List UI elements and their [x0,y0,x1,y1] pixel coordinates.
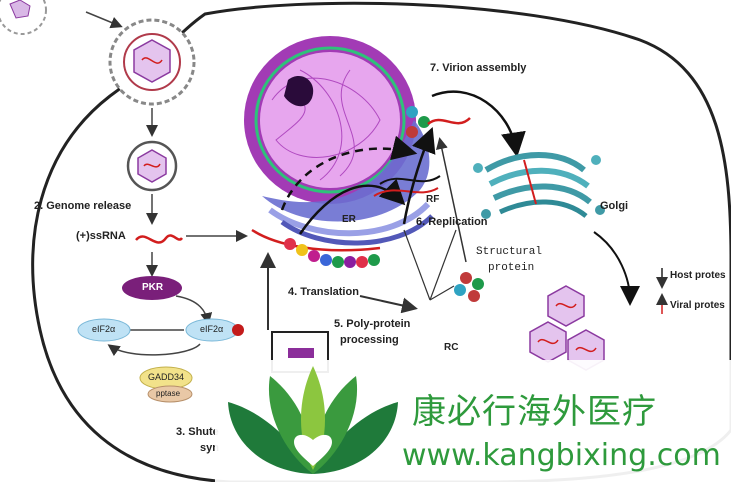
released-virion-1 [547,285,585,327]
label-rc: RC [444,342,459,353]
rc-line-2 [429,229,457,301]
label-translation: 4. Translation [288,286,359,298]
label-golgi: Golgi [600,200,629,212]
label-replication: 6. Replication [416,216,488,228]
polyprotein-arrow [359,295,418,314]
ssrna-strand [135,234,184,244]
ribosome-beads [284,238,380,268]
legend-host: Host protes [670,270,726,281]
assembly-proteins [406,106,430,138]
endosome-virion [108,18,196,106]
structural-protein-beads [454,272,484,302]
label-shutoff-2: syn [200,442,219,454]
replication-strand-2 [373,187,439,197]
label-shutoff-1: 3. Shute [176,426,219,438]
nucleus [244,36,416,204]
incoming-virion [0,0,47,35]
label-er: ER [342,214,356,225]
translation-arrow [298,178,406,235]
label-virion-assembly: 7. Virion assembly [430,62,527,74]
rc-line-3 [429,285,455,301]
eif2a-left-node [77,318,131,342]
entry-arrow [85,11,123,29]
assembly-rna [427,117,471,126]
legend-viral: Viral protes [670,300,725,311]
label-genome-release: 2. Genome release [34,200,132,212]
replication-dashed-arrow [280,135,418,211]
replication-strand-1 [379,175,441,185]
label-ssrna: (+)ssRNA [76,230,126,242]
label-rf: RF [426,194,440,205]
label-structural-1: Structural [476,246,543,258]
label-pptase: pptase [156,389,181,398]
released-virion-2 [529,321,567,363]
lotus-logo [228,366,398,474]
uncoating-virion [126,140,178,192]
shutoff-box-inner [288,348,314,358]
phosphate-icon [232,324,244,336]
label-gadd34: GADD34 [148,372,185,382]
golgi-apparatus [473,152,605,219]
structural-protein-arrow [436,137,467,263]
pkr-node [122,276,182,300]
label-eif2a-left: eIF2α [92,324,116,334]
pptase-node [147,385,193,403]
replication-up-arrow [402,126,436,225]
gadd34-loop-arrow [107,343,201,357]
label-polyprotein-1: 5. Poly-protein [334,318,411,330]
watermark-url[interactable]: www.kangbixing.com [402,438,721,473]
pkr-to-eif-arrow [175,295,213,325]
rc-line-1 [403,229,431,301]
watermark-chinese-text: 康必行海外医疗 [412,392,657,432]
assembly-to-golgi-arrow [431,90,526,158]
label-structural-2: protein [488,262,535,274]
golgi-exit-arrow [593,231,640,306]
label-pkr: PKR [142,282,164,293]
label-polyprotein-2: processing [340,334,399,346]
label-eif2a-right: eIF2α [200,324,224,334]
